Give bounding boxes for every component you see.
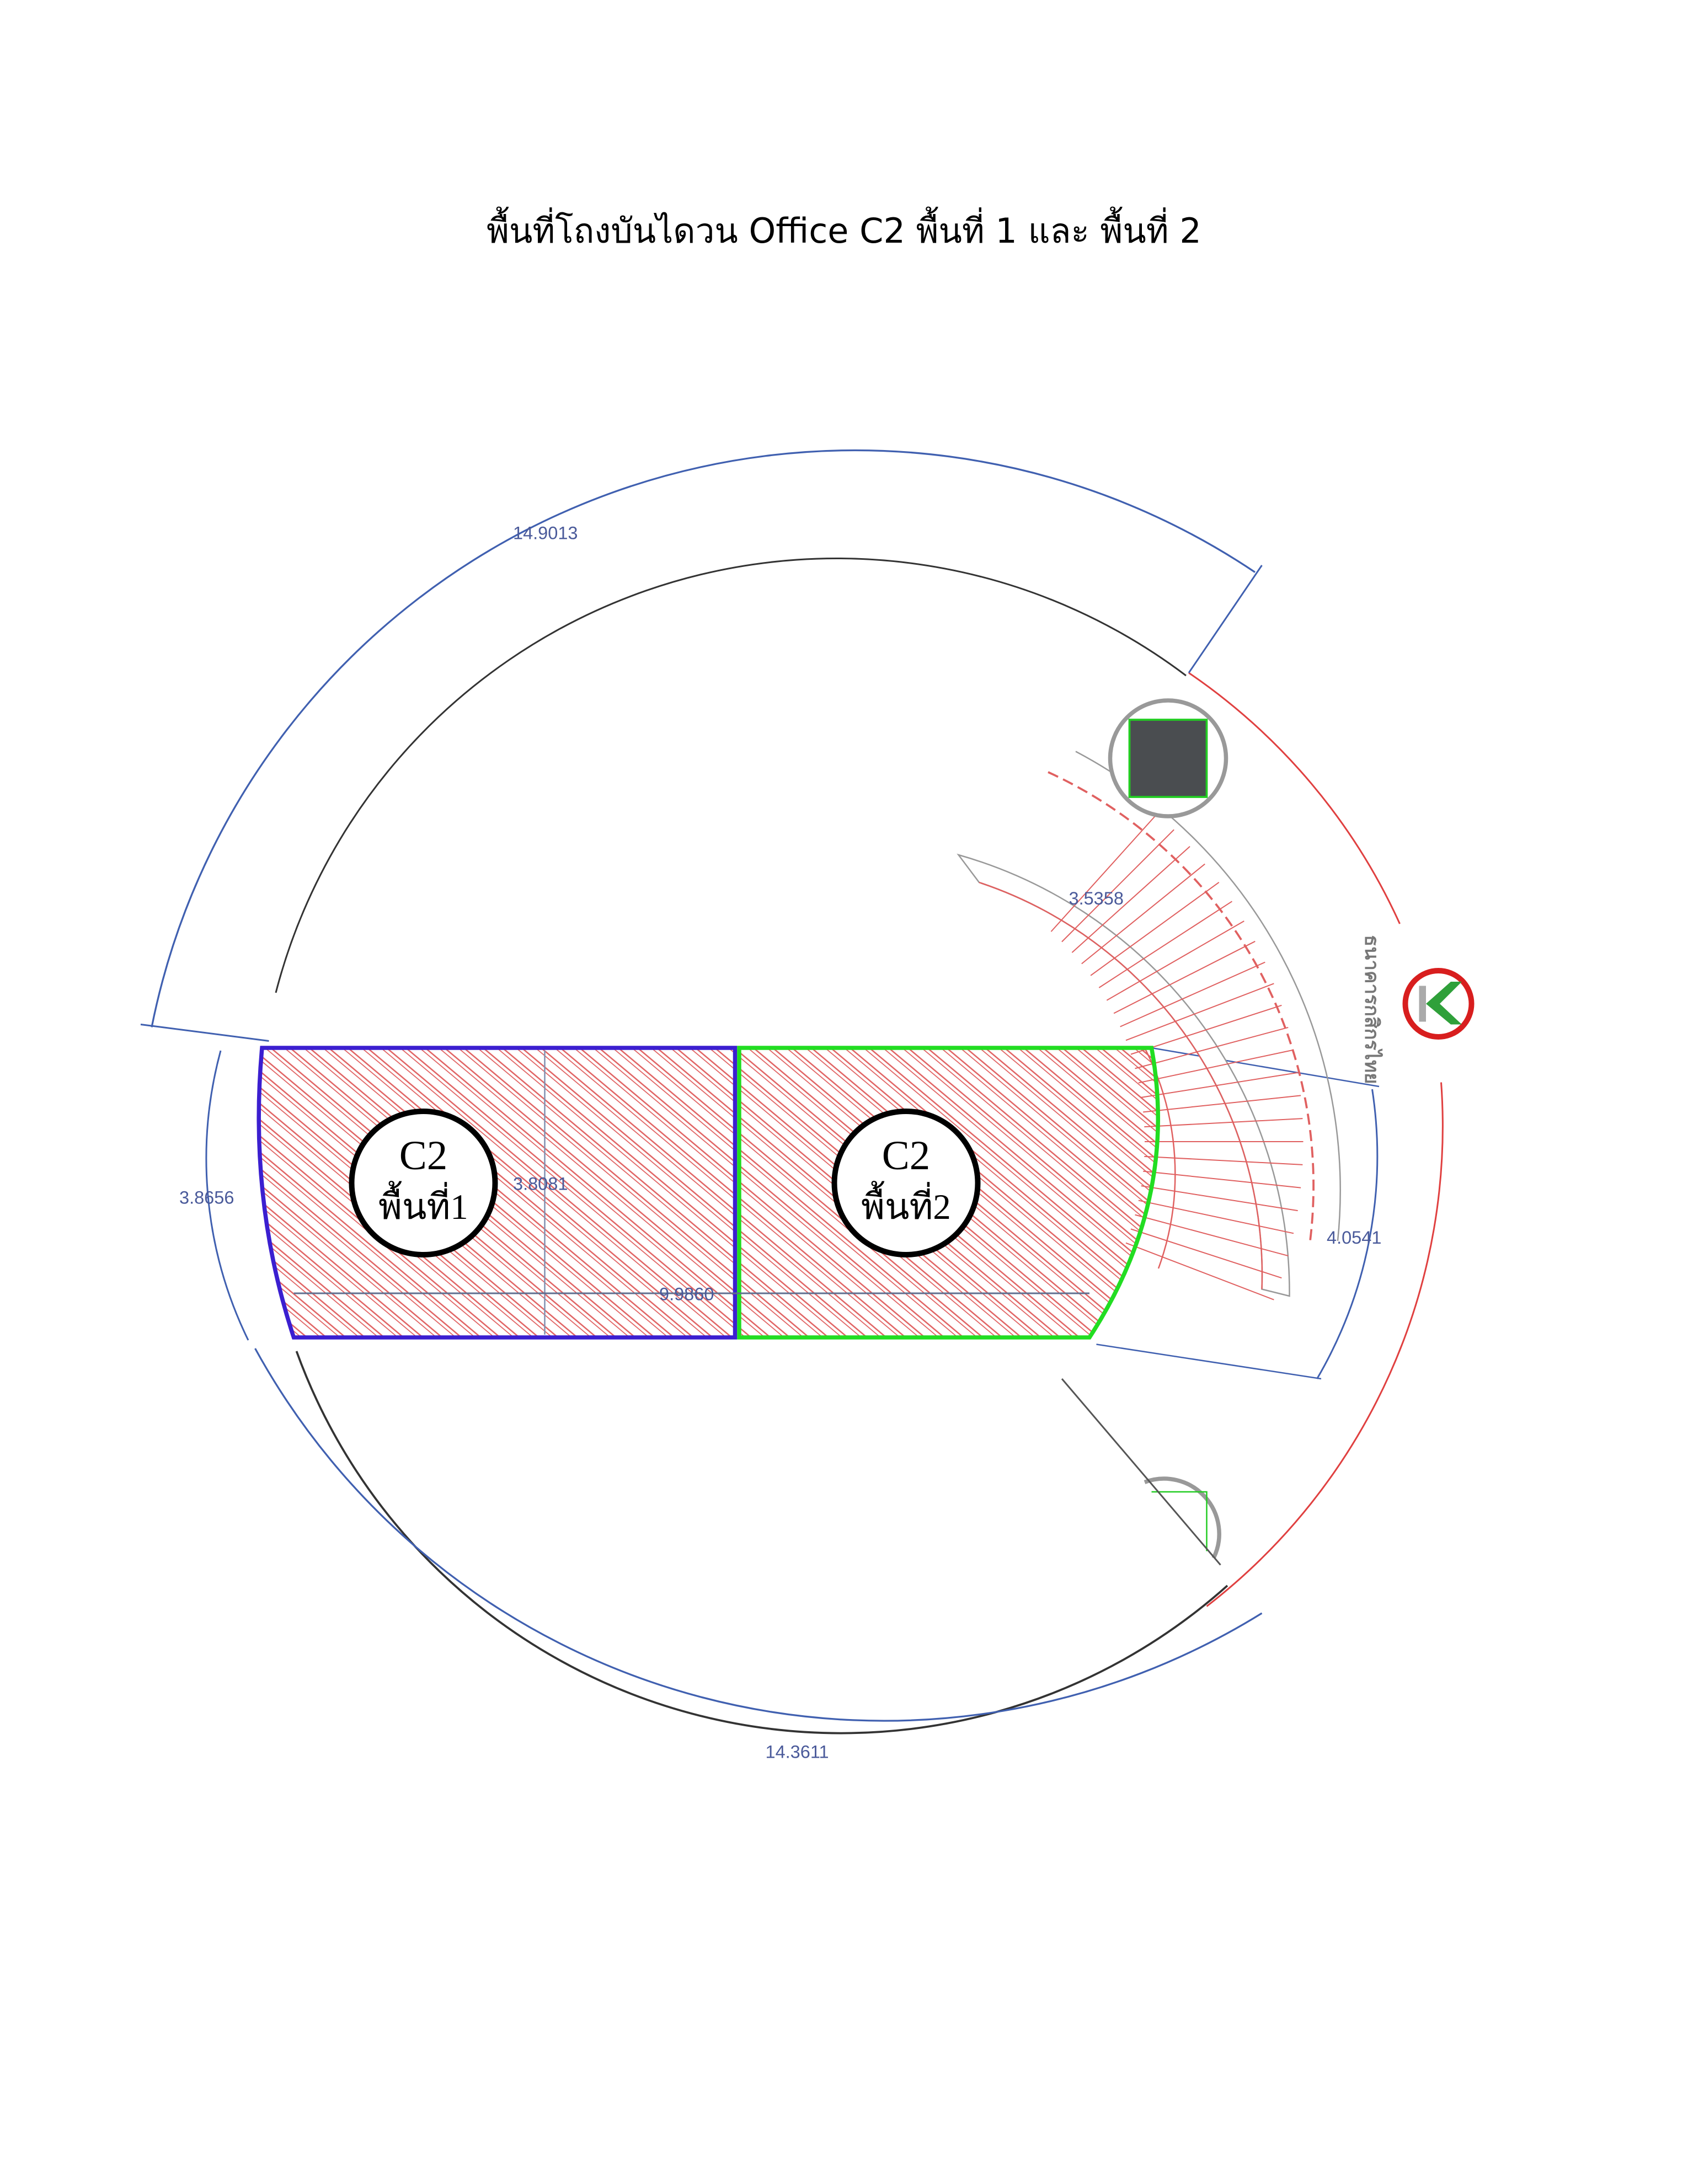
height-dimension: 3.8081 [513,1174,568,1194]
stair-tread [1125,983,1274,1041]
column-square [1128,719,1208,798]
stair-tread [1106,920,1244,1001]
stair-tread [1090,881,1220,976]
stair-tread [1135,1214,1289,1257]
area-1-name: พื้นที่1 [378,1181,468,1227]
stair-tread [1098,901,1232,988]
stair-tread [1138,1049,1294,1084]
width-dimension: 9.9860 [659,1284,714,1304]
stair-tread [1138,1200,1294,1234]
stair-tread [1130,1228,1282,1279]
stair-tread [1143,1170,1301,1189]
red-outline-arc [1188,672,1444,1607]
right-arc-dimension: 4.0541 [1327,1228,1381,1248]
stair-tread [1135,1026,1289,1069]
stair-tread [1113,940,1256,1014]
stair-tread [1143,1095,1301,1113]
stair-arc-dimension: 3.5358 [1069,888,1124,908]
stair-tread [1050,813,1158,932]
spiral-staircase [957,751,1341,1300]
stair-tread [1141,1072,1298,1098]
stair-tread [1141,1185,1298,1212]
area-1-label: C2 พื้นที่1 [349,1109,498,1257]
stair-tread [1081,863,1205,965]
top-arc-dimension: 14.9013 [513,523,578,543]
page-title: พื้นที่โถงบันไดวน Office C2 พื้นที่ 1 แล… [487,211,1201,251]
area-1-code: C2 [399,1133,448,1179]
left-arc-dimension: 3.8656 [179,1188,234,1208]
stair-tread [1125,1242,1274,1300]
column-circle-bottom [1144,1476,1221,1559]
left-dimension-arc [205,1050,249,1341]
bank-name: ธนาคารกสิกรไทย [1360,935,1383,1084]
stair-tread [1130,1004,1282,1055]
hall-outline-bottom [295,1351,1228,1735]
hall-outline [275,558,1187,993]
area-2-label: C2 พื้นที่2 [831,1109,981,1257]
stair-tread [1144,1155,1303,1165]
bottom-arc-dimension: 14.3611 [766,1742,829,1762]
kasikorn-logo-icon [1402,968,1475,1040]
top-dimension-arc [151,449,1256,1027]
area-2-name: พื้นที่2 [861,1181,951,1227]
stair-tread [1120,961,1265,1027]
stair-tread [1144,1118,1303,1128]
stair-tread [1061,829,1174,943]
area-2-code: C2 [882,1133,931,1179]
stair-tread [1071,845,1190,953]
right-dimension-arc [1316,1089,1379,1379]
bottom-dimension-arc [254,1348,1263,1722]
